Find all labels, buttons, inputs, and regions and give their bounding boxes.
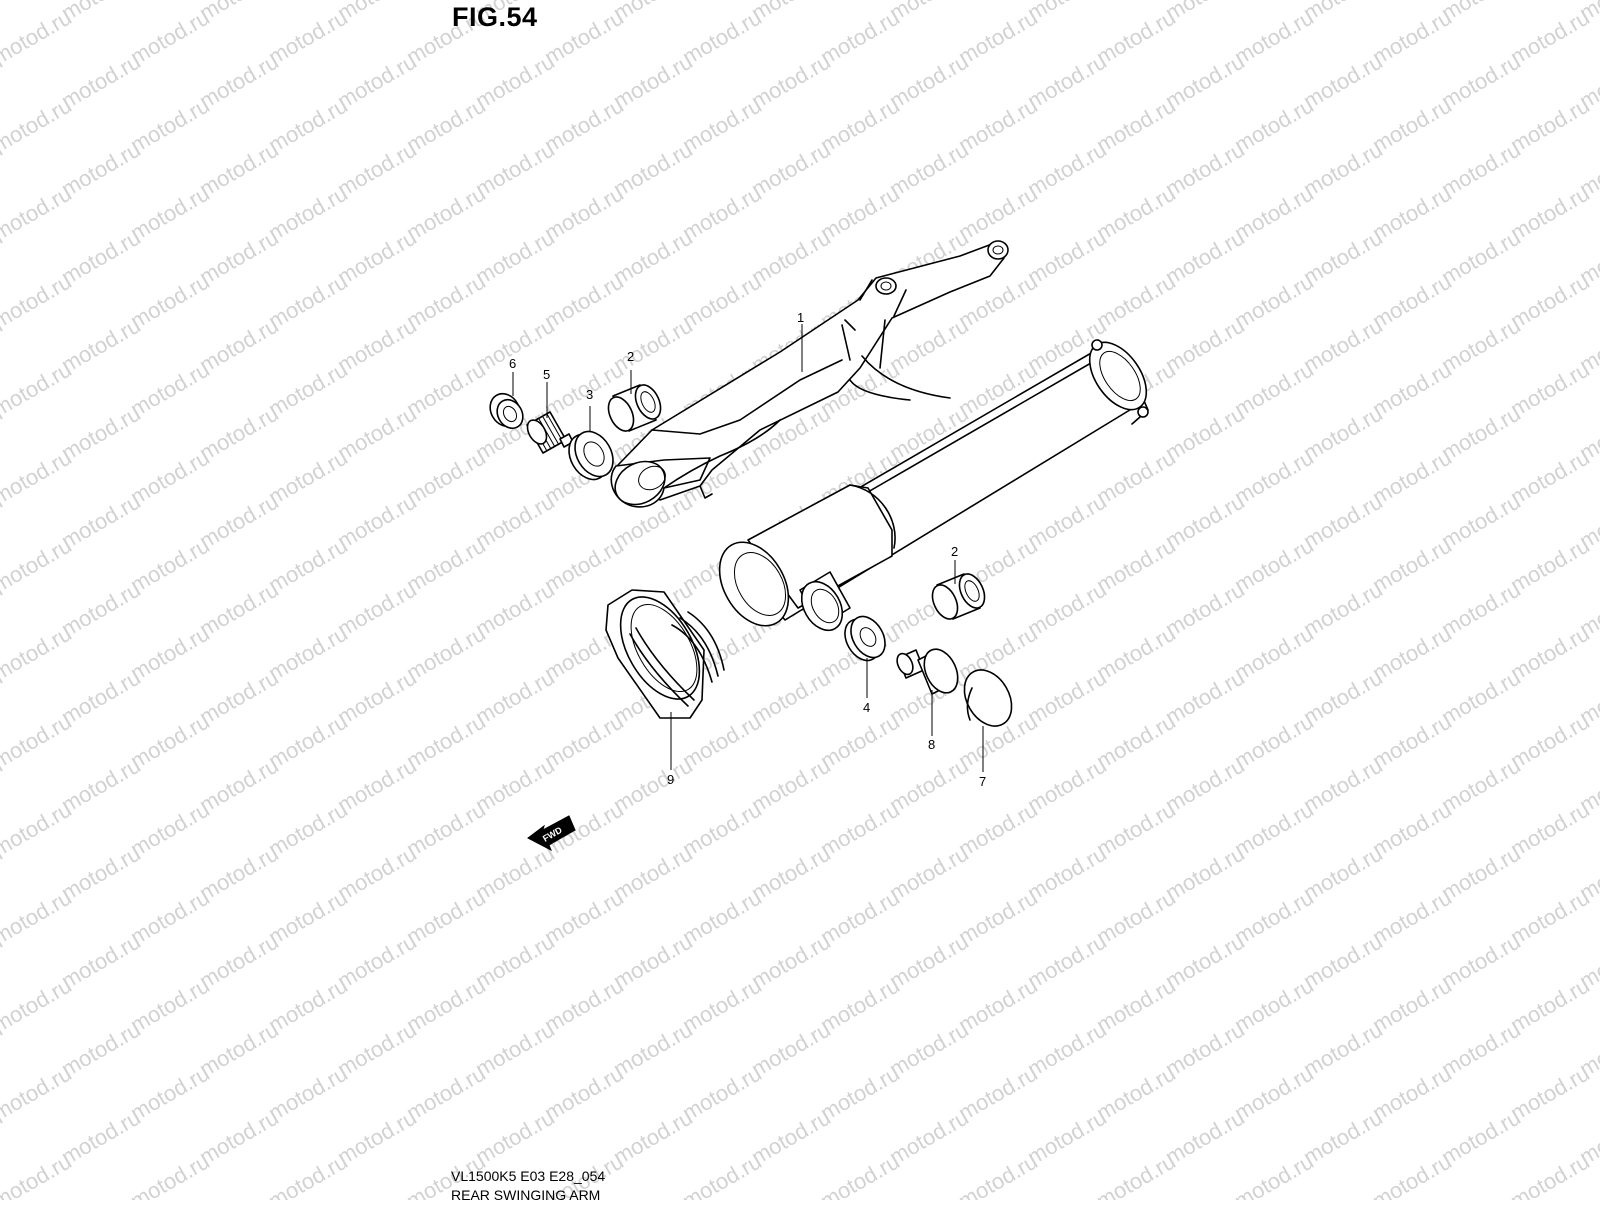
spacer-part	[844, 615, 886, 662]
model-code: VL1500K5 E03 E28_054	[451, 1168, 606, 1184]
leader-lines	[512, 324, 984, 772]
part-callouts: 1 2 3 5 6 2 4 8 7 9	[509, 310, 986, 789]
cap-part	[963, 669, 1013, 727]
bearing-lower-part	[931, 573, 986, 620]
callout-9: 9	[667, 772, 674, 787]
callout-2-upper: 2	[627, 349, 634, 364]
callout-5: 5	[543, 367, 550, 382]
footer: VL1500K5 E03 E28_054 REAR SWINGING ARM	[451, 1167, 605, 1205]
figure-title: FIG.54	[452, 2, 538, 32]
plug-part	[896, 648, 959, 695]
boot-part	[605, 589, 725, 719]
callout-6: 6	[509, 356, 516, 371]
bolt-part	[526, 411, 574, 454]
callout-1: 1	[797, 310, 804, 325]
callout-8: 8	[928, 737, 935, 752]
bearing-upper-part	[607, 384, 662, 432]
callout-3: 3	[586, 387, 593, 402]
callout-2-lower: 2	[951, 544, 958, 559]
callout-4: 4	[863, 700, 870, 715]
callout-7: 7	[979, 774, 986, 789]
fwd-arrow: FWD	[527, 815, 576, 852]
swingarm-part	[610, 240, 1149, 632]
nut-part	[489, 392, 524, 430]
bearing-ball-part	[568, 430, 614, 481]
section-name: REAR SWINGING ARM	[451, 1187, 601, 1203]
